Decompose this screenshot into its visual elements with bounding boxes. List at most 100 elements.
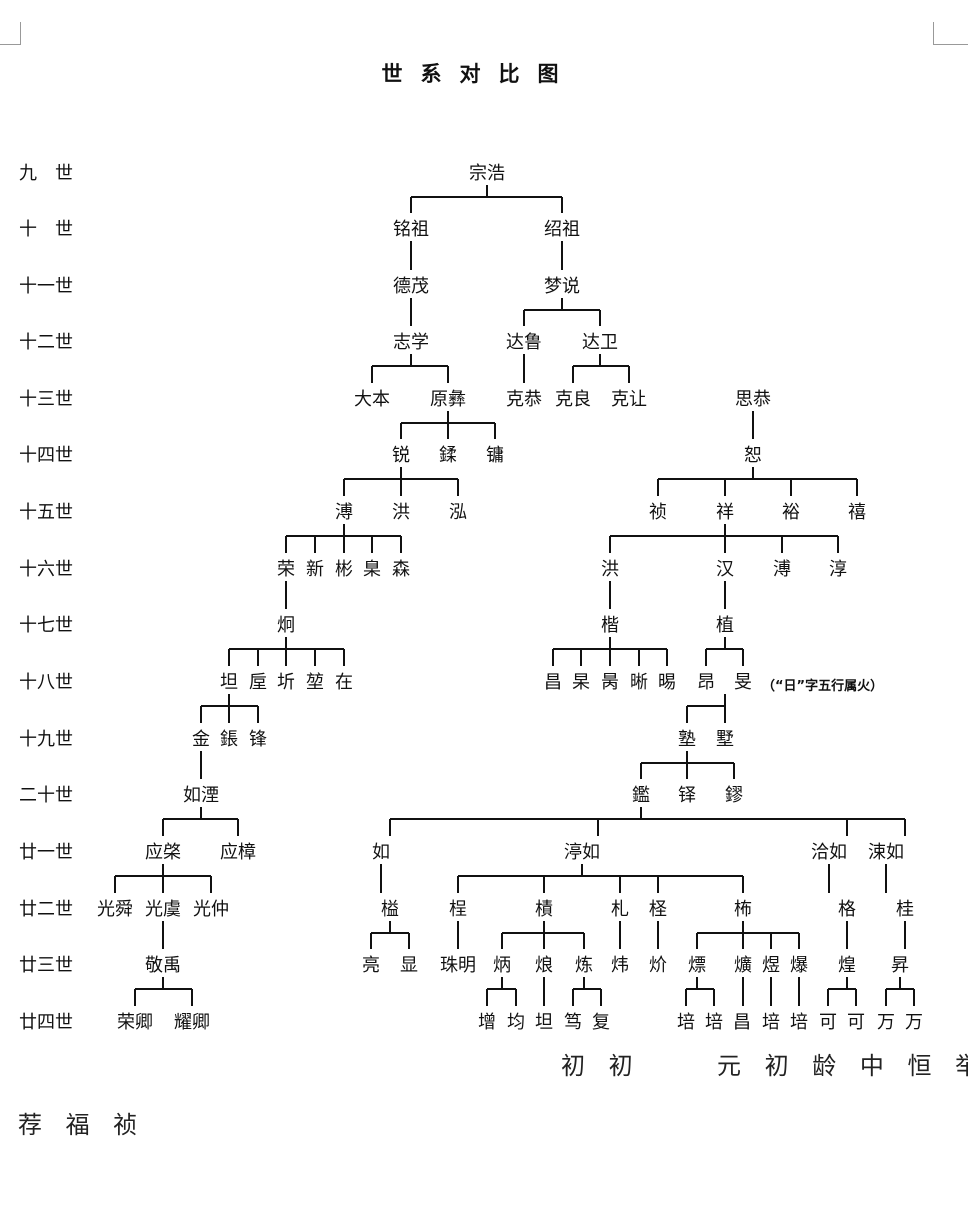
person-name: 鋹: [220, 729, 238, 750]
generation-label: 十 世: [19, 219, 73, 240]
person-name: 思恭: [735, 389, 771, 410]
person-name: 荣卿: [117, 1012, 153, 1033]
generation-label: 十五世: [19, 502, 73, 523]
person-name: 煌: [838, 955, 856, 976]
extra-names-row1-a: 初 初: [561, 1052, 641, 1080]
person-name: 光虞: [145, 899, 181, 920]
person-name: 汉: [716, 559, 734, 580]
person-name: 如: [372, 842, 390, 863]
person-name: 锋: [249, 729, 267, 750]
person-name: 涑如: [868, 842, 904, 863]
person-name: 晰: [630, 672, 648, 693]
person-name: 德茂: [393, 276, 429, 297]
person-name: 新: [306, 559, 324, 580]
generation-label: 十七世: [19, 615, 73, 636]
extra-names-row1-b: 元 初 龄 中 恒 举: [717, 1052, 968, 1080]
person-name: 垕: [249, 672, 267, 693]
person-name: 溥: [773, 559, 791, 580]
person-name: 昺: [601, 672, 619, 693]
person-name: 洪: [601, 559, 619, 580]
person-name: 荣: [277, 559, 295, 580]
person-name: 昌: [733, 1012, 751, 1033]
person-name: 炼: [575, 955, 593, 976]
person-name: 植: [716, 615, 734, 636]
generation-label: 十八世: [19, 672, 73, 693]
person-name: 坦: [535, 1012, 553, 1033]
person-name: 应棨: [145, 842, 181, 863]
person-name: 光舜: [97, 899, 133, 920]
person-name: 柽: [649, 899, 667, 920]
person-name: 锐: [392, 445, 410, 466]
person-name: 万: [877, 1012, 895, 1033]
person-name: 应樟: [220, 842, 256, 863]
person-name: 达卫: [582, 332, 618, 353]
person-name: 万: [905, 1012, 923, 1033]
person-name: 鏐: [725, 785, 743, 806]
generation-label: 廿一世: [19, 842, 73, 863]
person-name: 彬: [335, 559, 353, 580]
person-name: 铭祖: [393, 219, 429, 240]
person-name: 祯: [649, 502, 667, 523]
person-name: 溥: [335, 502, 353, 523]
person-name: 复: [592, 1012, 610, 1033]
person-name: 森: [392, 559, 410, 580]
person-name: 昌: [544, 672, 562, 693]
generation-label: 二十世: [19, 785, 73, 806]
person-name: 志学: [393, 332, 429, 353]
person-name: 煜: [762, 955, 780, 976]
person-name: 在: [335, 672, 353, 693]
generation-label: 廿三世: [19, 955, 73, 976]
person-name: 渟如: [564, 842, 600, 863]
person-name: 禧: [848, 502, 866, 523]
generation-label: 十一世: [19, 276, 73, 297]
person-name: 柨: [734, 899, 752, 920]
person-name: 笃: [564, 1012, 582, 1033]
person-name: 堃: [306, 672, 324, 693]
person-name: 克让: [611, 389, 647, 410]
person-name: 爆: [790, 955, 808, 976]
person-name: 绍祖: [544, 219, 580, 240]
person-name: 晹: [658, 672, 676, 693]
person-name: 克良: [555, 389, 591, 410]
person-name: 祥: [716, 502, 734, 523]
person-name: 旻: [734, 672, 752, 693]
generation-label: 十九世: [19, 729, 73, 750]
person-name: 桂: [896, 899, 914, 920]
person-name: 樍: [535, 899, 553, 920]
person-name: 均: [507, 1012, 525, 1033]
person-name: 增: [478, 1012, 496, 1033]
person-name: 札: [611, 899, 629, 920]
person-name: 铎: [678, 785, 696, 806]
person-name: 裕: [782, 502, 800, 523]
person-name: 塾: [678, 729, 696, 750]
person-name: 大本: [354, 389, 390, 410]
person-name: 炯: [277, 615, 295, 636]
person-name: 如湮: [183, 785, 219, 806]
person-name: 格: [838, 899, 856, 920]
generation-label: 九 世: [19, 163, 73, 184]
person-name: 恕: [744, 445, 762, 466]
person-name: 亮: [362, 955, 380, 976]
person-name: 圻: [277, 672, 295, 693]
person-name: 原彝: [430, 389, 466, 410]
person-name: 金: [192, 729, 210, 750]
person-name: 熛: [688, 955, 706, 976]
person-name: 鍒: [439, 445, 457, 466]
generation-label: 十三世: [19, 389, 73, 410]
generation-label: 廿四世: [19, 1012, 73, 1033]
person-name: 昇: [891, 955, 909, 976]
person-name: 桯: [449, 899, 467, 920]
generation-label: 十四世: [19, 445, 73, 466]
person-name: 炳: [493, 955, 511, 976]
person-name: 榏: [381, 899, 399, 920]
person-name: 墅: [716, 729, 734, 750]
person-name: 达鲁: [506, 332, 542, 353]
corner-mark-left: [0, 22, 21, 45]
person-name: 臬: [363, 559, 381, 580]
person-name: 杲: [572, 672, 590, 693]
person-name: 炜: [611, 955, 629, 976]
person-name: 坦: [220, 672, 238, 693]
person-name: 培: [705, 1012, 723, 1033]
person-name: 敬禹: [145, 955, 181, 976]
person-name: 耀卿: [174, 1012, 210, 1033]
